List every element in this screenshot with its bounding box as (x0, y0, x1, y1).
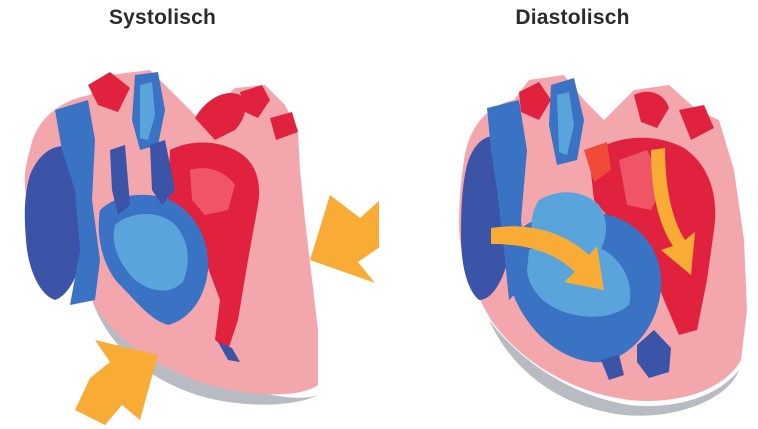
arrow-bottom-inward (75, 340, 158, 425)
diastolic-panel: Diastolisch (379, 0, 758, 429)
systolic-panel: Systolisch (0, 0, 379, 429)
arrow-right-inward (310, 195, 379, 283)
systolic-heart-illustration (0, 0, 379, 429)
diastolic-heart-illustration (379, 0, 758, 429)
